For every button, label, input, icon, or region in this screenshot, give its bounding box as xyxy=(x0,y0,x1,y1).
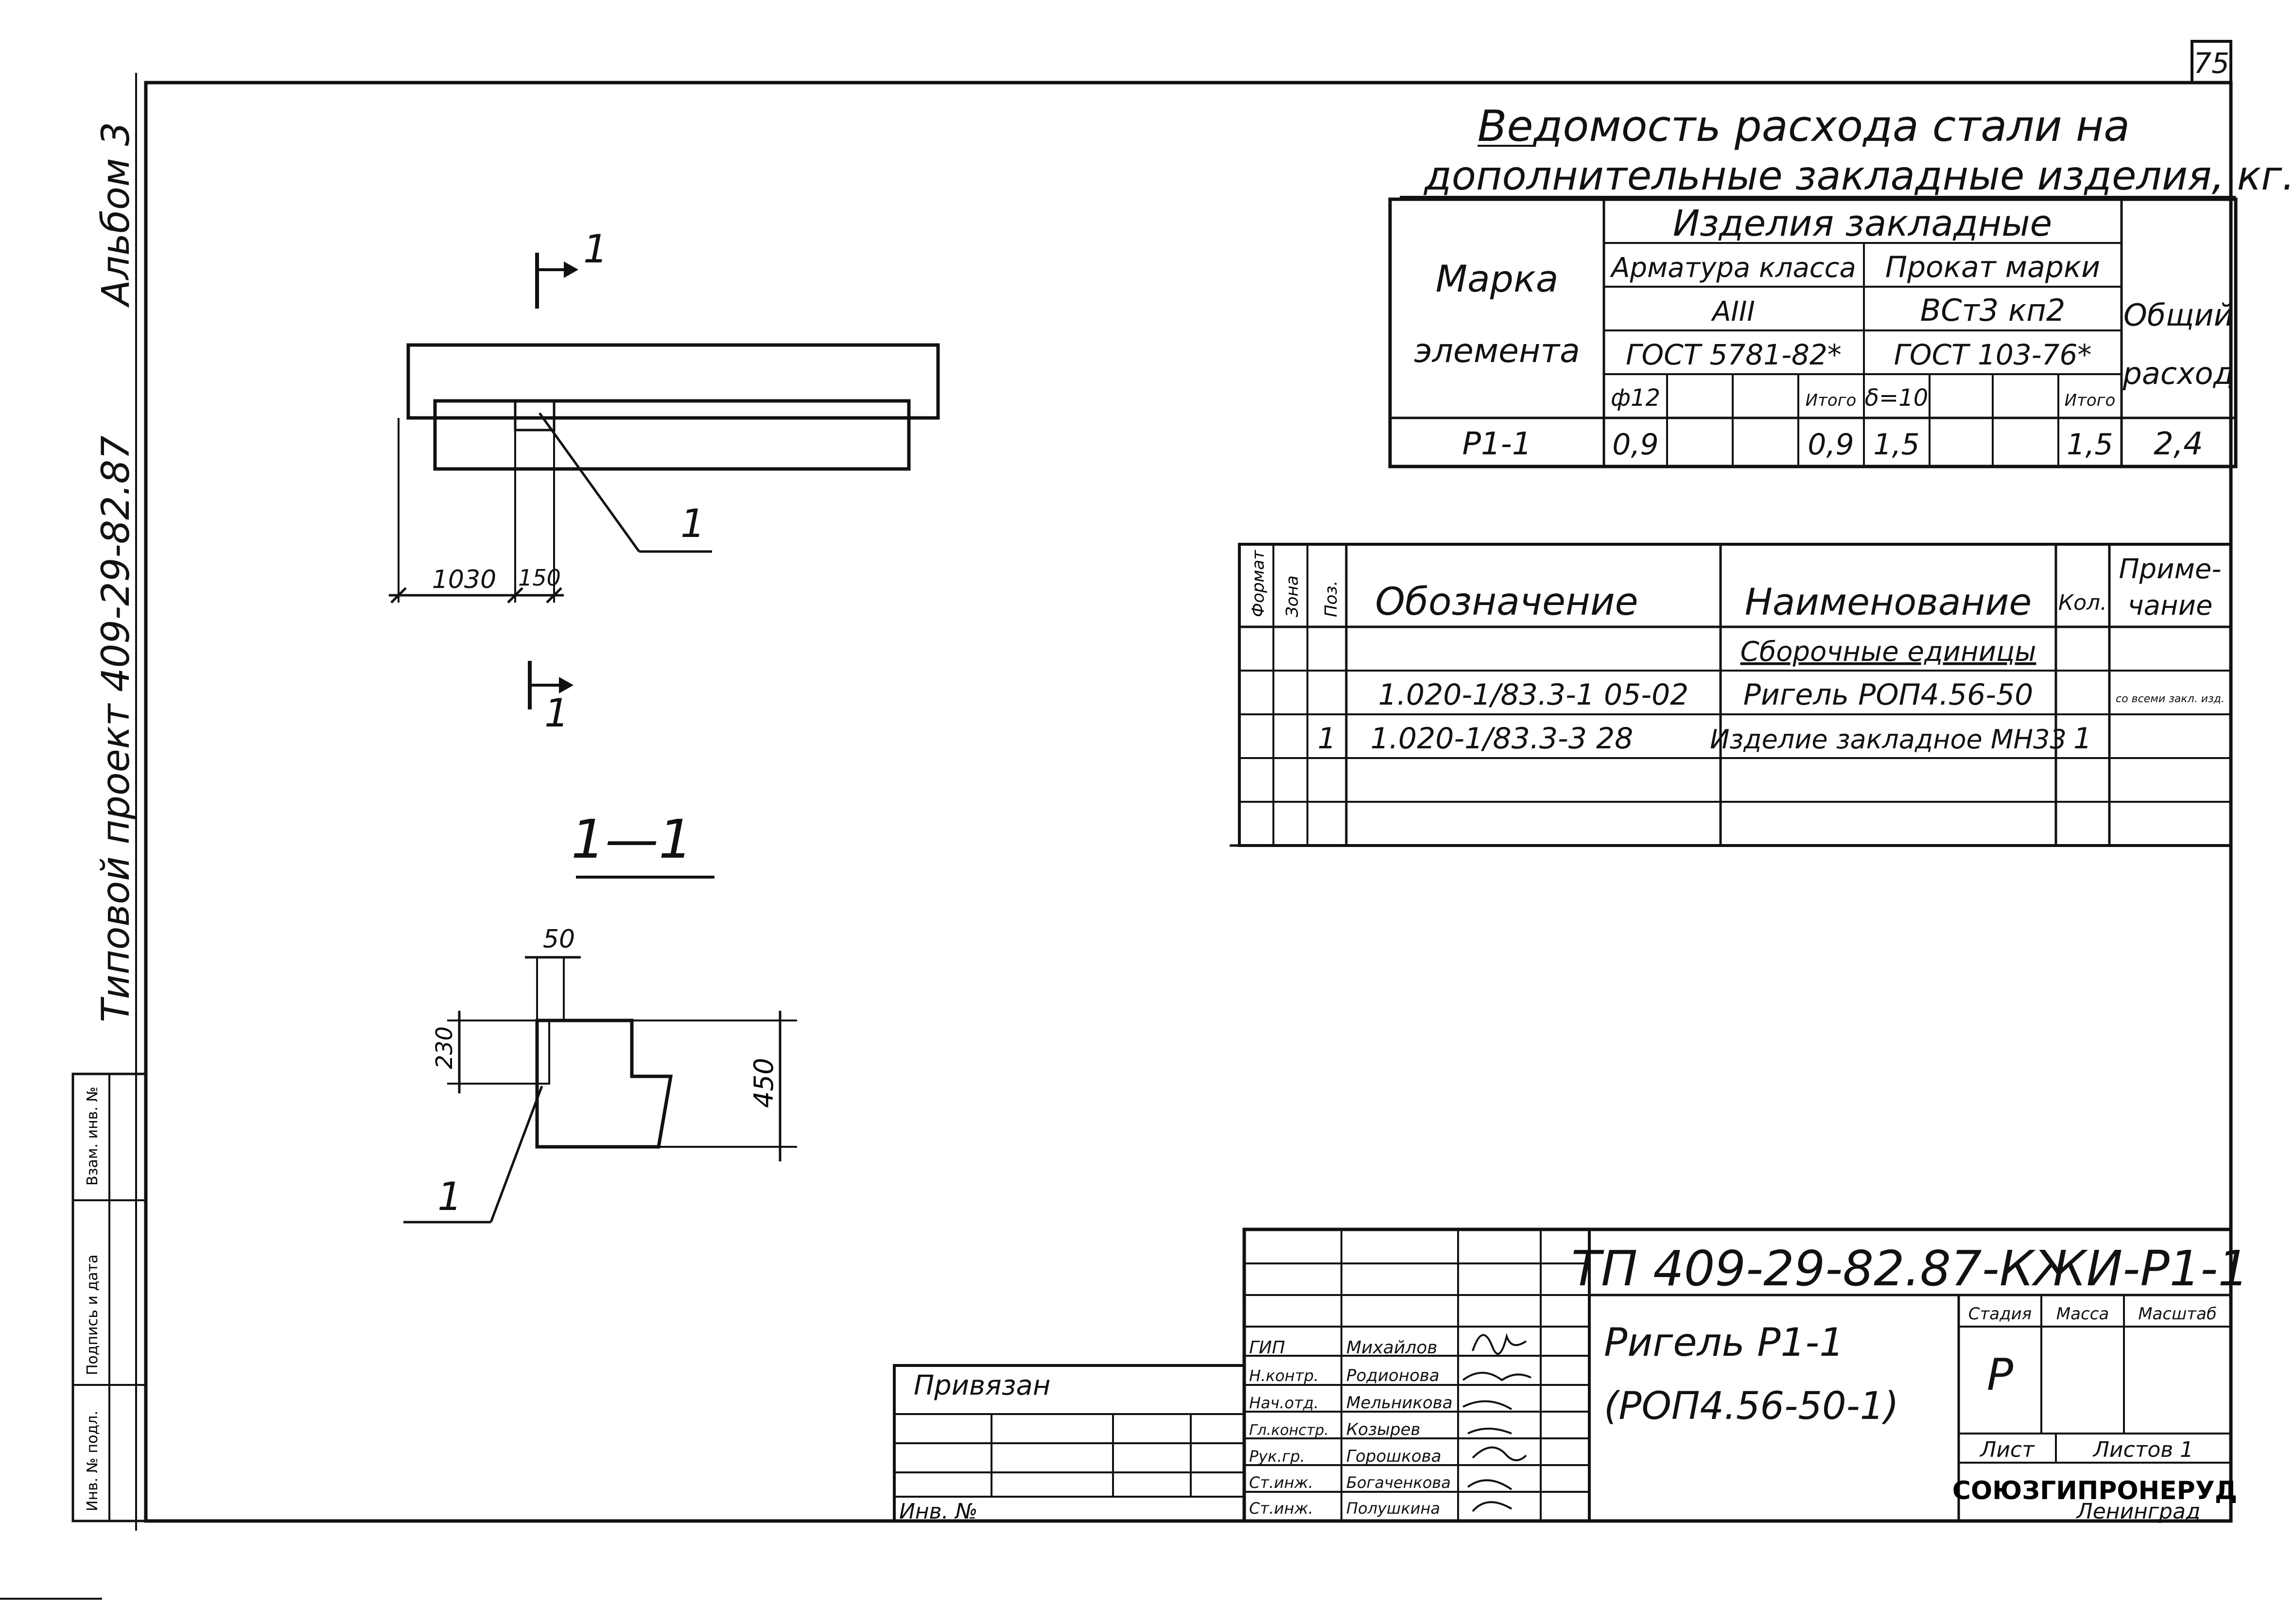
doc-name-1: Ригель Р1-1 xyxy=(1604,1320,1844,1365)
dim-450: 450 xyxy=(748,1058,779,1108)
spec-header-note-1: Приме- xyxy=(2119,553,2222,585)
section-callout-1: 1 xyxy=(437,1174,462,1219)
spec-row-note: со всеми закл. изд. xyxy=(2116,693,2225,705)
section-title: 1—1 xyxy=(571,808,693,870)
signer-name: Горошкова xyxy=(1346,1447,1441,1466)
sheet-label: Лист xyxy=(1979,1437,2035,1462)
signer-name: Богаченкова xyxy=(1346,1473,1451,1492)
spec-row-designation: 1.020-1/83.3-3 28 xyxy=(1371,722,1634,756)
col-mark-1: Марка xyxy=(1436,257,1559,300)
dim-150: 150 xyxy=(518,565,561,591)
signer-role: Гл.констр. xyxy=(1249,1422,1329,1439)
stamp-signature-label: Подпись и дата xyxy=(84,1255,101,1376)
spec-row-name: Ригель РОП4.56-50 xyxy=(1743,678,2034,712)
signer-role: Рук.гр. xyxy=(1249,1447,1305,1466)
rolled-label: Прокат марки xyxy=(1885,250,2100,284)
mass-label: Масса xyxy=(2056,1304,2109,1324)
spec-row-designation: 1.020-1/83.3-1 05-02 xyxy=(1378,678,1689,712)
title-block: Привязан Инв. № ТП 409-29-82.87-КЖИ-Р1-1… xyxy=(893,1227,2249,1524)
dim-50: 50 xyxy=(543,925,575,954)
signer-name: Мельникова xyxy=(1346,1393,1453,1413)
sub-header: Итого xyxy=(1806,391,1857,410)
spec-header-name: Наименование xyxy=(1745,580,2032,623)
sheets-label: Листов 1 xyxy=(2092,1437,2193,1462)
stamp-replace-label: Взам. инв. № xyxy=(84,1087,101,1186)
dim-230: 230 xyxy=(431,1026,457,1069)
spec-table: Формат Зона Поз. Обозначение Наименовани… xyxy=(1230,543,2232,847)
section-outline xyxy=(535,1019,673,1149)
rebar-class: Арматура класса xyxy=(1610,252,1856,284)
inv-no-label: Инв. № xyxy=(899,1499,977,1524)
section-plate xyxy=(536,1019,550,1085)
col-mark-2: элемента xyxy=(1414,332,1580,370)
section-mark-top: 1 xyxy=(583,226,608,272)
steel-table-title-2: дополнительные закладные изделия, кг. xyxy=(1423,153,2295,199)
page-number-box xyxy=(2191,40,2232,84)
signer-role: Нач.отд. xyxy=(1249,1394,1319,1412)
privyazan-label: Привязан xyxy=(914,1370,1050,1401)
spec-header-format: Формат xyxy=(1249,550,1268,617)
row-total: 2,4 xyxy=(2154,426,2203,462)
rebar-gost: ГОСТ 5781-82* xyxy=(1626,338,1842,371)
col-group: Изделия закладные xyxy=(1673,203,2052,244)
signature-scribble xyxy=(1462,1332,1531,1512)
row-cell: 1,5 xyxy=(2067,428,2113,462)
beam-web xyxy=(433,399,911,471)
signer-role: ГИП xyxy=(1249,1338,1285,1358)
steel-table-title-1: Ведомость расхода стали на xyxy=(1478,101,2130,151)
rolled-gost: ГОСТ 103-76* xyxy=(1894,338,2092,371)
signer-name: Родионова xyxy=(1346,1366,1440,1385)
col-total-2: расход xyxy=(2122,356,2234,391)
left-stamp: Инв. № подл. Подпись и дата Взам. инв. № xyxy=(71,1072,147,1522)
beam-top-slab xyxy=(406,343,940,420)
spec-header-zone: Зона xyxy=(1283,575,1302,617)
row-cell: 0,9 xyxy=(1808,428,1854,462)
spec-row-name: Сборочные единицы xyxy=(1740,636,2036,668)
stamp-inv-label: Инв. № подл. xyxy=(84,1411,101,1511)
spec-row-qty: 1 xyxy=(2073,722,2092,756)
row-cell: 0,9 xyxy=(1612,428,1658,462)
rebar-grade: АIII xyxy=(1711,296,1755,328)
row-cell: 1,5 xyxy=(1873,428,1919,462)
stage-value: Р xyxy=(1987,1349,2014,1400)
album-label: Альбом 3 xyxy=(94,122,138,308)
callout-1: 1 xyxy=(680,501,705,546)
page-number: 75 xyxy=(2193,47,2229,80)
spec-header-qty: Кол. xyxy=(2058,590,2107,615)
steel-table: Ведомость расхода стали на дополнительны… xyxy=(1388,101,2295,468)
scale-label: Масштаб xyxy=(2138,1304,2217,1324)
spec-header-pos: Поз. xyxy=(1322,581,1341,617)
spec-row-pos: 1 xyxy=(1318,722,1336,756)
doc-name-2: (РОП4.56-50-1) xyxy=(1604,1384,1899,1428)
spec-header-note-2: чание xyxy=(2128,590,2213,622)
signer-role: Ст.инж. xyxy=(1249,1473,1313,1492)
spec-header-designation: Обозначение xyxy=(1375,580,1638,624)
signer-role: Н.контр. xyxy=(1249,1366,1319,1385)
signer-name: Полушкина xyxy=(1346,1499,1440,1518)
sub-header: δ=10 xyxy=(1865,384,1929,412)
project-label: Типовой проект 409-29-82.87 xyxy=(94,435,138,1022)
signer-name: Козырев xyxy=(1346,1420,1420,1439)
signer-role: Ст.инж. xyxy=(1249,1499,1313,1518)
col-total-1: Общий xyxy=(2123,297,2233,333)
org-name: СОЮЗГИПРОНЕРУД xyxy=(1952,1476,2237,1505)
dim-1030: 1030 xyxy=(432,565,496,594)
rolled-grade: ВСт3 кп2 xyxy=(1920,293,2066,328)
stage-label: Стадия xyxy=(1968,1304,2032,1324)
section-view: 1—1 50 230 450 1 xyxy=(403,808,797,1224)
org-city: Ленинград xyxy=(2076,1499,2201,1524)
doc-code: ТП 409-29-82.87-КЖИ-Р1-1 xyxy=(1571,1240,2249,1297)
sub-header: Итого xyxy=(2065,391,2116,410)
signer-name: Михайлов xyxy=(1346,1338,1437,1358)
elevation-view: 1 1 1030 150 1 xyxy=(389,226,940,736)
row-mark: Р1-1 xyxy=(1462,426,1531,462)
section-mark-bottom: 1 xyxy=(544,691,569,736)
sub-header: ф12 xyxy=(1611,384,1660,412)
spec-row-name: Изделие закладное МН33 xyxy=(1710,724,2067,755)
